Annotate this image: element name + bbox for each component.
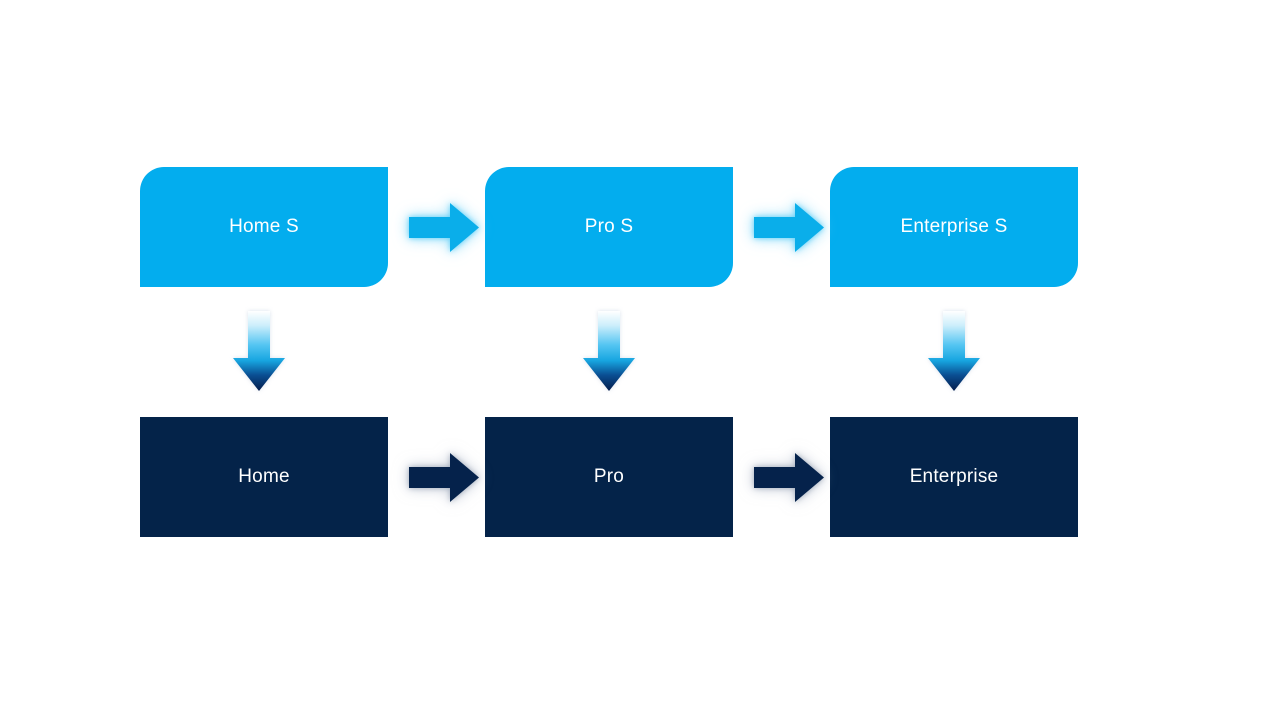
arrow-pro-to-enterprise — [754, 453, 824, 502]
arrow-pro-s-to-enterprise-s — [754, 203, 824, 252]
arrow-enterprise-s-to-enterprise — [928, 311, 980, 391]
node-enterprise-s[interactable]: Enterprise S — [830, 167, 1078, 287]
node-enterprise-s-label: Enterprise S — [900, 215, 1008, 237]
arrow-home-s-to-pro-s — [409, 203, 479, 252]
node-pro-label: Pro — [593, 465, 625, 487]
arrow-home-to-pro — [409, 453, 479, 502]
arrow-pro-s-to-pro — [583, 311, 635, 391]
node-home-s[interactable]: Home S — [140, 167, 388, 287]
node-pro-s[interactable]: Pro S — [485, 167, 733, 287]
node-home[interactable]: Home — [140, 417, 388, 537]
node-pro-s-label: Pro S — [584, 215, 634, 237]
node-enterprise[interactable]: Enterprise — [830, 417, 1078, 537]
node-home-s-label: Home S — [229, 215, 299, 237]
arrow-home-s-to-home — [233, 311, 285, 391]
node-home-label: Home — [238, 465, 290, 487]
node-pro[interactable]: Pro — [485, 417, 733, 537]
node-enterprise-label: Enterprise — [909, 465, 999, 487]
